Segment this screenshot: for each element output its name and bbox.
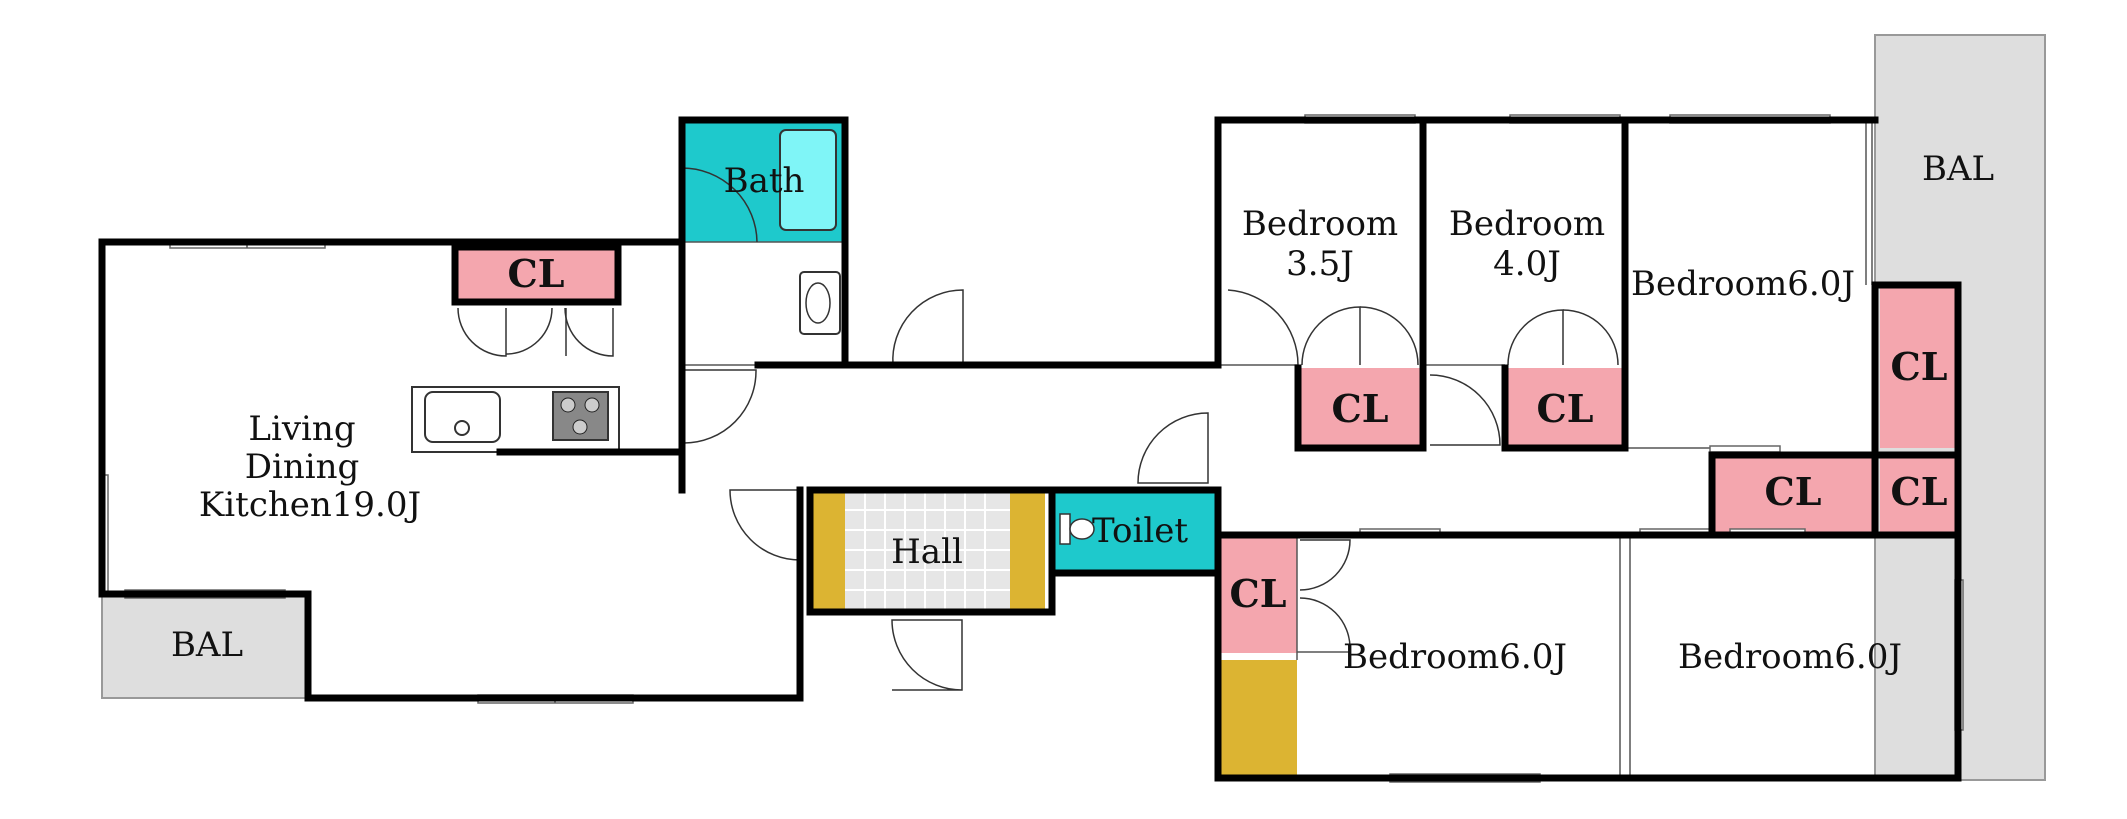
closet-bed-b bbox=[1505, 368, 1625, 448]
bath-label: Bath bbox=[724, 161, 805, 201]
closet-corner-label: CL bbox=[1891, 469, 1948, 514]
stove-icon bbox=[552, 391, 609, 441]
closet-ldk-label: CL bbox=[508, 251, 565, 296]
hall-label: Hall bbox=[891, 532, 963, 572]
washbasin-icon bbox=[799, 271, 841, 335]
toilet-icon bbox=[1059, 513, 1095, 545]
closet-corridor-label: CL bbox=[1765, 469, 1822, 514]
sink-icon bbox=[424, 391, 501, 443]
closet-bed-c bbox=[1880, 285, 1958, 448]
bedroom-a-label-1: Bedroom bbox=[1242, 204, 1398, 244]
kitchen-counter bbox=[411, 386, 620, 453]
bedroom-d-label: Bedroom6.0J bbox=[1343, 637, 1567, 677]
closet-bed-c-label: CL bbox=[1891, 344, 1948, 389]
door-swing-icon bbox=[457, 167, 1619, 691]
closet-bed-b-label: CL bbox=[1537, 386, 1594, 431]
walls bbox=[98, 116, 1962, 782]
ldk-label-1: Living bbox=[248, 409, 355, 449]
bedroom-b-label-2: 4.0J bbox=[1493, 244, 1561, 284]
ldk-label-2: Dining bbox=[245, 447, 360, 487]
closet-bed-a-label: CL bbox=[1332, 386, 1389, 431]
hall-tiles bbox=[845, 490, 1010, 612]
closet-bed-d-label: CL bbox=[1230, 571, 1287, 616]
hall-storage-right bbox=[1010, 490, 1045, 612]
hall-storage-left bbox=[810, 490, 845, 612]
bedroom-a-label-2: 3.5J bbox=[1286, 244, 1354, 284]
bedroom-c-label: Bedroom6.0J bbox=[1631, 264, 1855, 304]
bathtub-icon bbox=[779, 129, 837, 231]
balcony-left-area bbox=[101, 593, 309, 699]
closet-corridor bbox=[1712, 455, 1875, 535]
closet-ldk bbox=[455, 247, 618, 302]
closet-corner bbox=[1880, 455, 1958, 535]
closet-bed-a bbox=[1298, 368, 1423, 448]
balcony-right-label: BAL bbox=[1922, 149, 1994, 189]
ldk-label-3: Kitchen19.0J bbox=[199, 485, 421, 525]
bedroom-b-label-1: Bedroom bbox=[1449, 204, 1605, 244]
toilet-label: Toilet bbox=[1092, 511, 1188, 551]
balcony-left-label: BAL bbox=[171, 625, 243, 665]
storage-area bbox=[1220, 660, 1297, 778]
thin-partitions bbox=[682, 120, 1873, 778]
bedroom-e-label: Bedroom6.0J bbox=[1678, 637, 1902, 677]
closet-bed-d bbox=[1220, 535, 1297, 653]
